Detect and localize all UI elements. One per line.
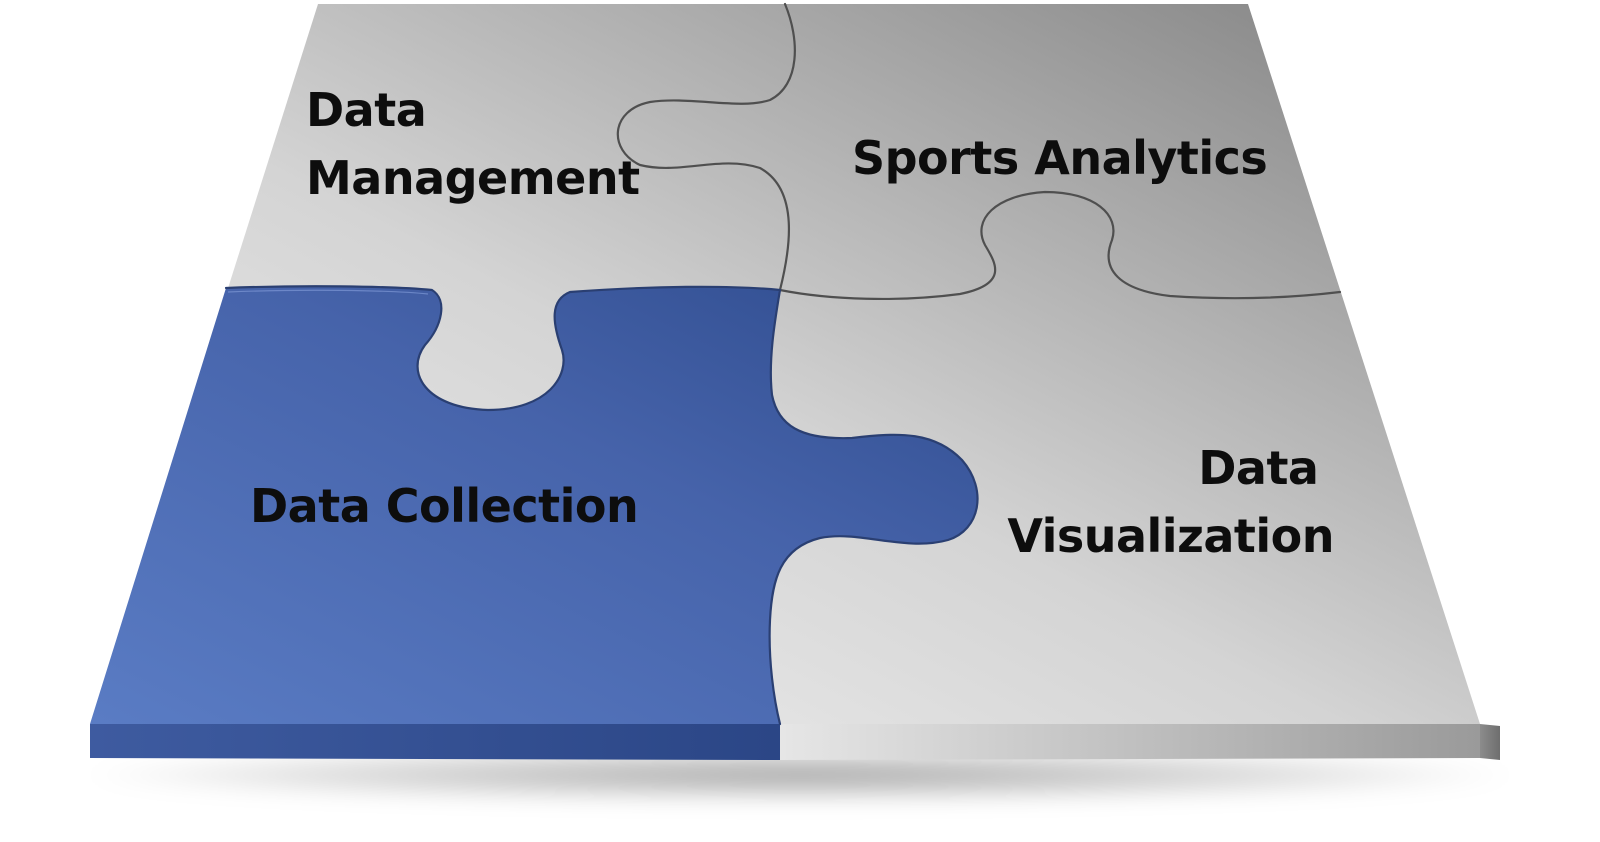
board-right-side <box>1480 724 1500 760</box>
seam-right-horizontal <box>778 190 1342 301</box>
label-data-management-line-2: Management <box>306 151 640 205</box>
seam-top-vertical <box>616 2 796 292</box>
label-data-collection-line-1: Data Collection <box>250 479 638 533</box>
piece-seams <box>224 2 1342 726</box>
board-front-edge-blue <box>90 724 780 760</box>
label-sports-analytics-line-1: Sports Analytics <box>852 131 1267 185</box>
label-data-visualization-line-2: Visualization <box>1007 509 1334 563</box>
piece-data-collection <box>90 286 978 724</box>
piece-labels: Data Management Sports Analytics Data Co… <box>250 83 1335 563</box>
label-data-management: Data Management <box>306 83 640 205</box>
label-data-visualization: Data Visualization <box>1007 441 1334 563</box>
label-sports-analytics: Sports Analytics <box>852 131 1267 185</box>
label-data-collection: Data Collection <box>250 479 638 533</box>
board-front-edge-gray <box>780 724 1480 760</box>
seam-blue-piece-outline <box>224 285 979 726</box>
label-data-management-line-1: Data <box>306 83 426 137</box>
blue-piece-highlight <box>227 289 429 295</box>
label-data-visualization-line-1: Data <box>1198 441 1318 495</box>
board-shadow <box>80 747 1520 803</box>
